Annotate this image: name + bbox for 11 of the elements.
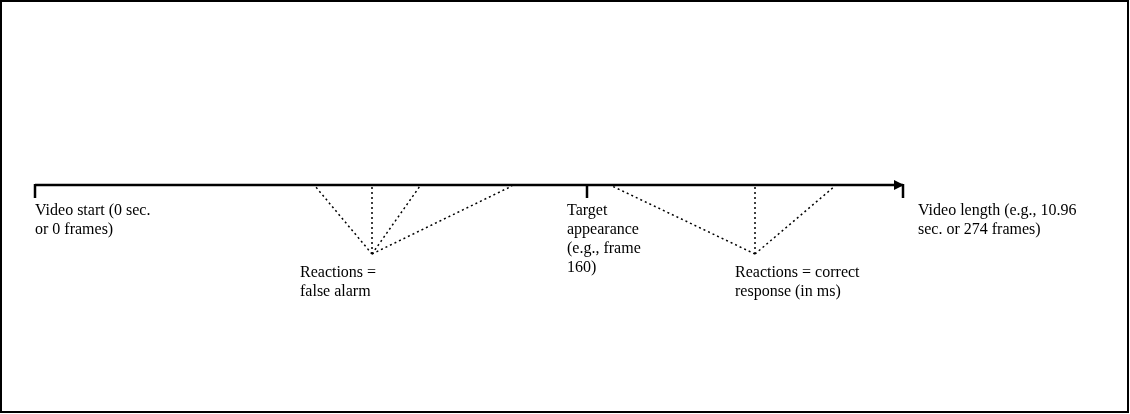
reaction-label: Reactions = correct response (in ms) <box>735 262 865 300</box>
reaction-label: Reactions = false alarm <box>300 262 410 300</box>
timeline-label: Video start (0 sec. or 0 frames) <box>35 200 152 238</box>
timeline-label: Video length (e.g., 10.96 sec. or 274 frames) <box>918 200 1078 238</box>
leader-line <box>754 185 836 255</box>
leader-line <box>611 185 756 255</box>
leader-line <box>371 185 513 255</box>
timeline-label: Target appearance (e.g., frame 160) <box>567 200 642 276</box>
leader-line <box>754 185 756 255</box>
leader-line <box>371 185 373 255</box>
leader-line <box>371 185 421 255</box>
